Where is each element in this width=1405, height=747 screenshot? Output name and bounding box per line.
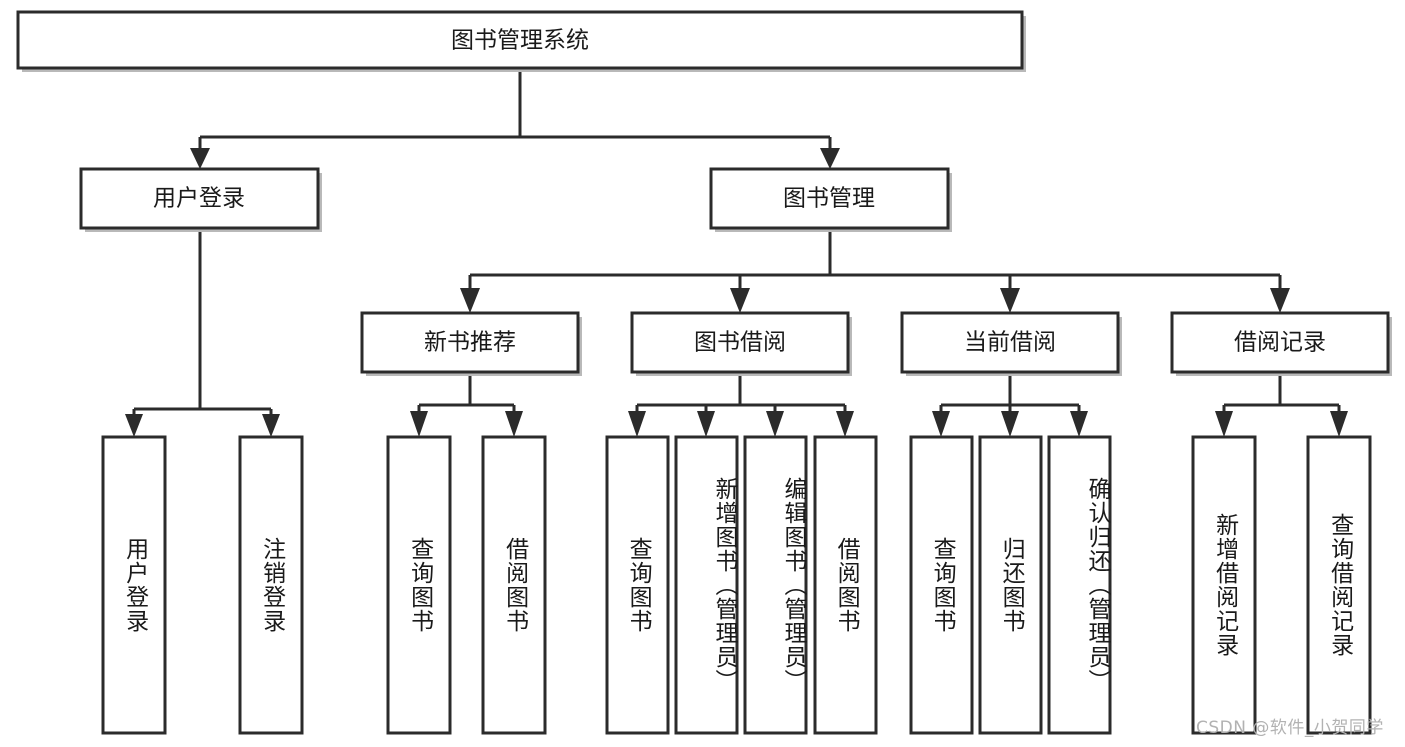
arrow-current-borrow	[1000, 288, 1020, 313]
node-leaf-query-book-2-box[interactable]	[605, 435, 670, 735]
arrow-book-borrow	[730, 288, 750, 313]
arrow-leaf-query-record	[1330, 411, 1348, 437]
node-new-book-recommend-box[interactable]	[360, 311, 580, 374]
arrow-leaf-user-login	[125, 414, 143, 437]
node-leaf-query-book-1-box[interactable]	[386, 435, 452, 735]
csdn-watermark: CSDN @软件_小贺同学	[1196, 718, 1384, 738]
arrow-borrow-record	[1270, 288, 1290, 313]
arrow-leaf-edit-book	[766, 411, 784, 437]
arrow-leaf-return-book	[1001, 411, 1019, 437]
node-leaf-borrow-book-1-box[interactable]	[481, 435, 547, 735]
arrow-leaf-confirm-return	[1070, 411, 1088, 437]
connector-layer	[125, 68, 1348, 437]
node-leaf-edit-book-box[interactable]	[743, 435, 808, 735]
node-leaf-user-login-box[interactable]	[101, 435, 167, 735]
node-leaf-return-book-box[interactable]	[978, 435, 1043, 735]
node-borrow-record-box[interactable]	[1170, 311, 1390, 374]
node-user-login-box[interactable]	[79, 167, 320, 230]
arrow-leaf-query-book-3	[932, 411, 950, 437]
node-book-borrow-label: 图书借阅	[694, 330, 786, 356]
arrow-user-login	[190, 148, 210, 169]
arrow-leaf-query-book-2	[628, 411, 646, 437]
node-leaf-query-book-3-box[interactable]	[909, 435, 974, 735]
node-book-management-label: 图书管理	[783, 186, 875, 212]
node-layer: 图书管理系统 用户登录 图书管理 新书推荐 图书借阅 当前借阅 借阅记录	[16, 10, 1392, 735]
arrow-leaf-add-book	[697, 411, 715, 437]
arrow-leaf-borrow-book-1	[505, 411, 523, 437]
arrow-new-book-recommend	[460, 288, 480, 313]
node-leaf-borrow-book-2-box[interactable]	[813, 435, 878, 735]
node-current-borrow-box[interactable]	[900, 311, 1120, 374]
node-new-book-recommend-label: 新书推荐	[424, 330, 516, 356]
node-book-management-box[interactable]	[709, 167, 950, 230]
arrow-book-management	[820, 148, 840, 169]
node-leaf-query-record-box[interactable]	[1306, 435, 1372, 735]
arrow-leaf-query-book-1	[410, 411, 428, 437]
node-leaf-confirm-return-box[interactable]	[1047, 435, 1112, 735]
node-leaf-add-record-box[interactable]	[1191, 435, 1257, 735]
node-leaf-user-logout-box[interactable]	[238, 435, 304, 735]
node-leaf-add-book-box[interactable]	[674, 435, 739, 735]
node-borrow-record-label: 借阅记录	[1234, 330, 1326, 356]
node-user-login-label: 用户登录	[153, 186, 245, 212]
node-root-label: 图书管理系统	[451, 28, 589, 54]
node-root-box[interactable]	[16, 10, 1024, 70]
arrow-leaf-borrow-book-2	[836, 411, 854, 437]
arrow-leaf-user-logout	[262, 414, 280, 437]
node-book-borrow-box[interactable]	[630, 311, 850, 374]
node-current-borrow-label: 当前借阅	[964, 330, 1056, 356]
arrow-leaf-add-record	[1215, 411, 1233, 437]
